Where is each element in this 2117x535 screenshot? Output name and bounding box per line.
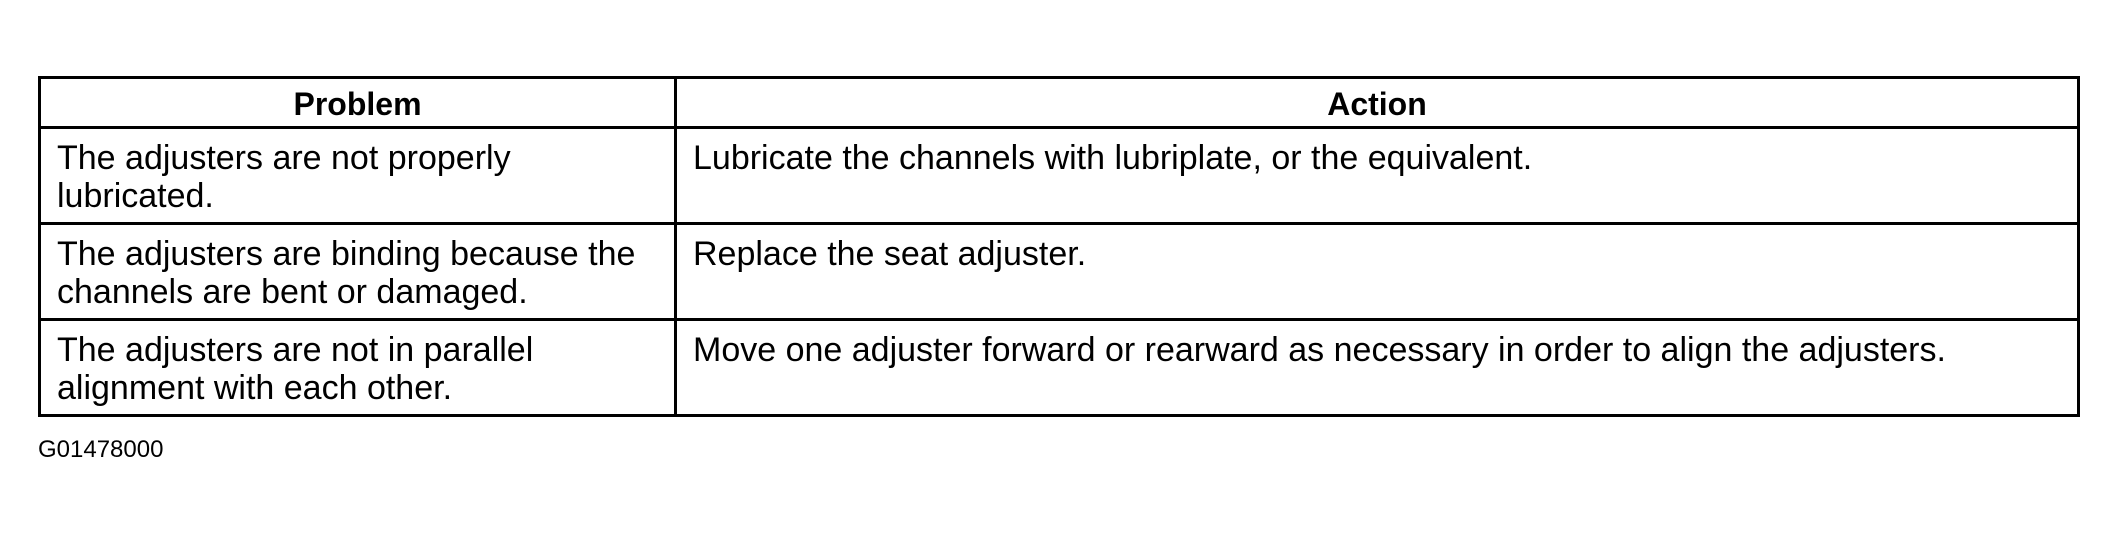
table-row: The adjusters are not properly lubricate…	[38, 126, 2080, 225]
table-header-row: Problem Action	[38, 76, 2080, 129]
column-header-problem: Problem	[38, 76, 677, 129]
action-cell: Move one adjuster forward or rearward as…	[674, 318, 2080, 417]
action-cell: Replace the seat adjuster.	[674, 222, 2080, 321]
troubleshooting-table-container: Problem Action The adjusters are not pro…	[38, 76, 2080, 417]
table-row: The adjusters are not in parallel alignm…	[38, 318, 2080, 417]
problem-cell: The adjusters are binding because the ch…	[38, 222, 677, 321]
table-row: The adjusters are binding because the ch…	[38, 222, 2080, 321]
action-cell: Lubricate the channels with lubriplate, …	[674, 126, 2080, 225]
troubleshooting-table: Problem Action The adjusters are not pro…	[38, 76, 2080, 417]
column-header-action: Action	[674, 76, 2080, 129]
problem-cell: The adjusters are not in parallel alignm…	[38, 318, 677, 417]
figure-id-label: G01478000	[38, 436, 164, 463]
problem-cell: The adjusters are not properly lubricate…	[38, 126, 677, 225]
